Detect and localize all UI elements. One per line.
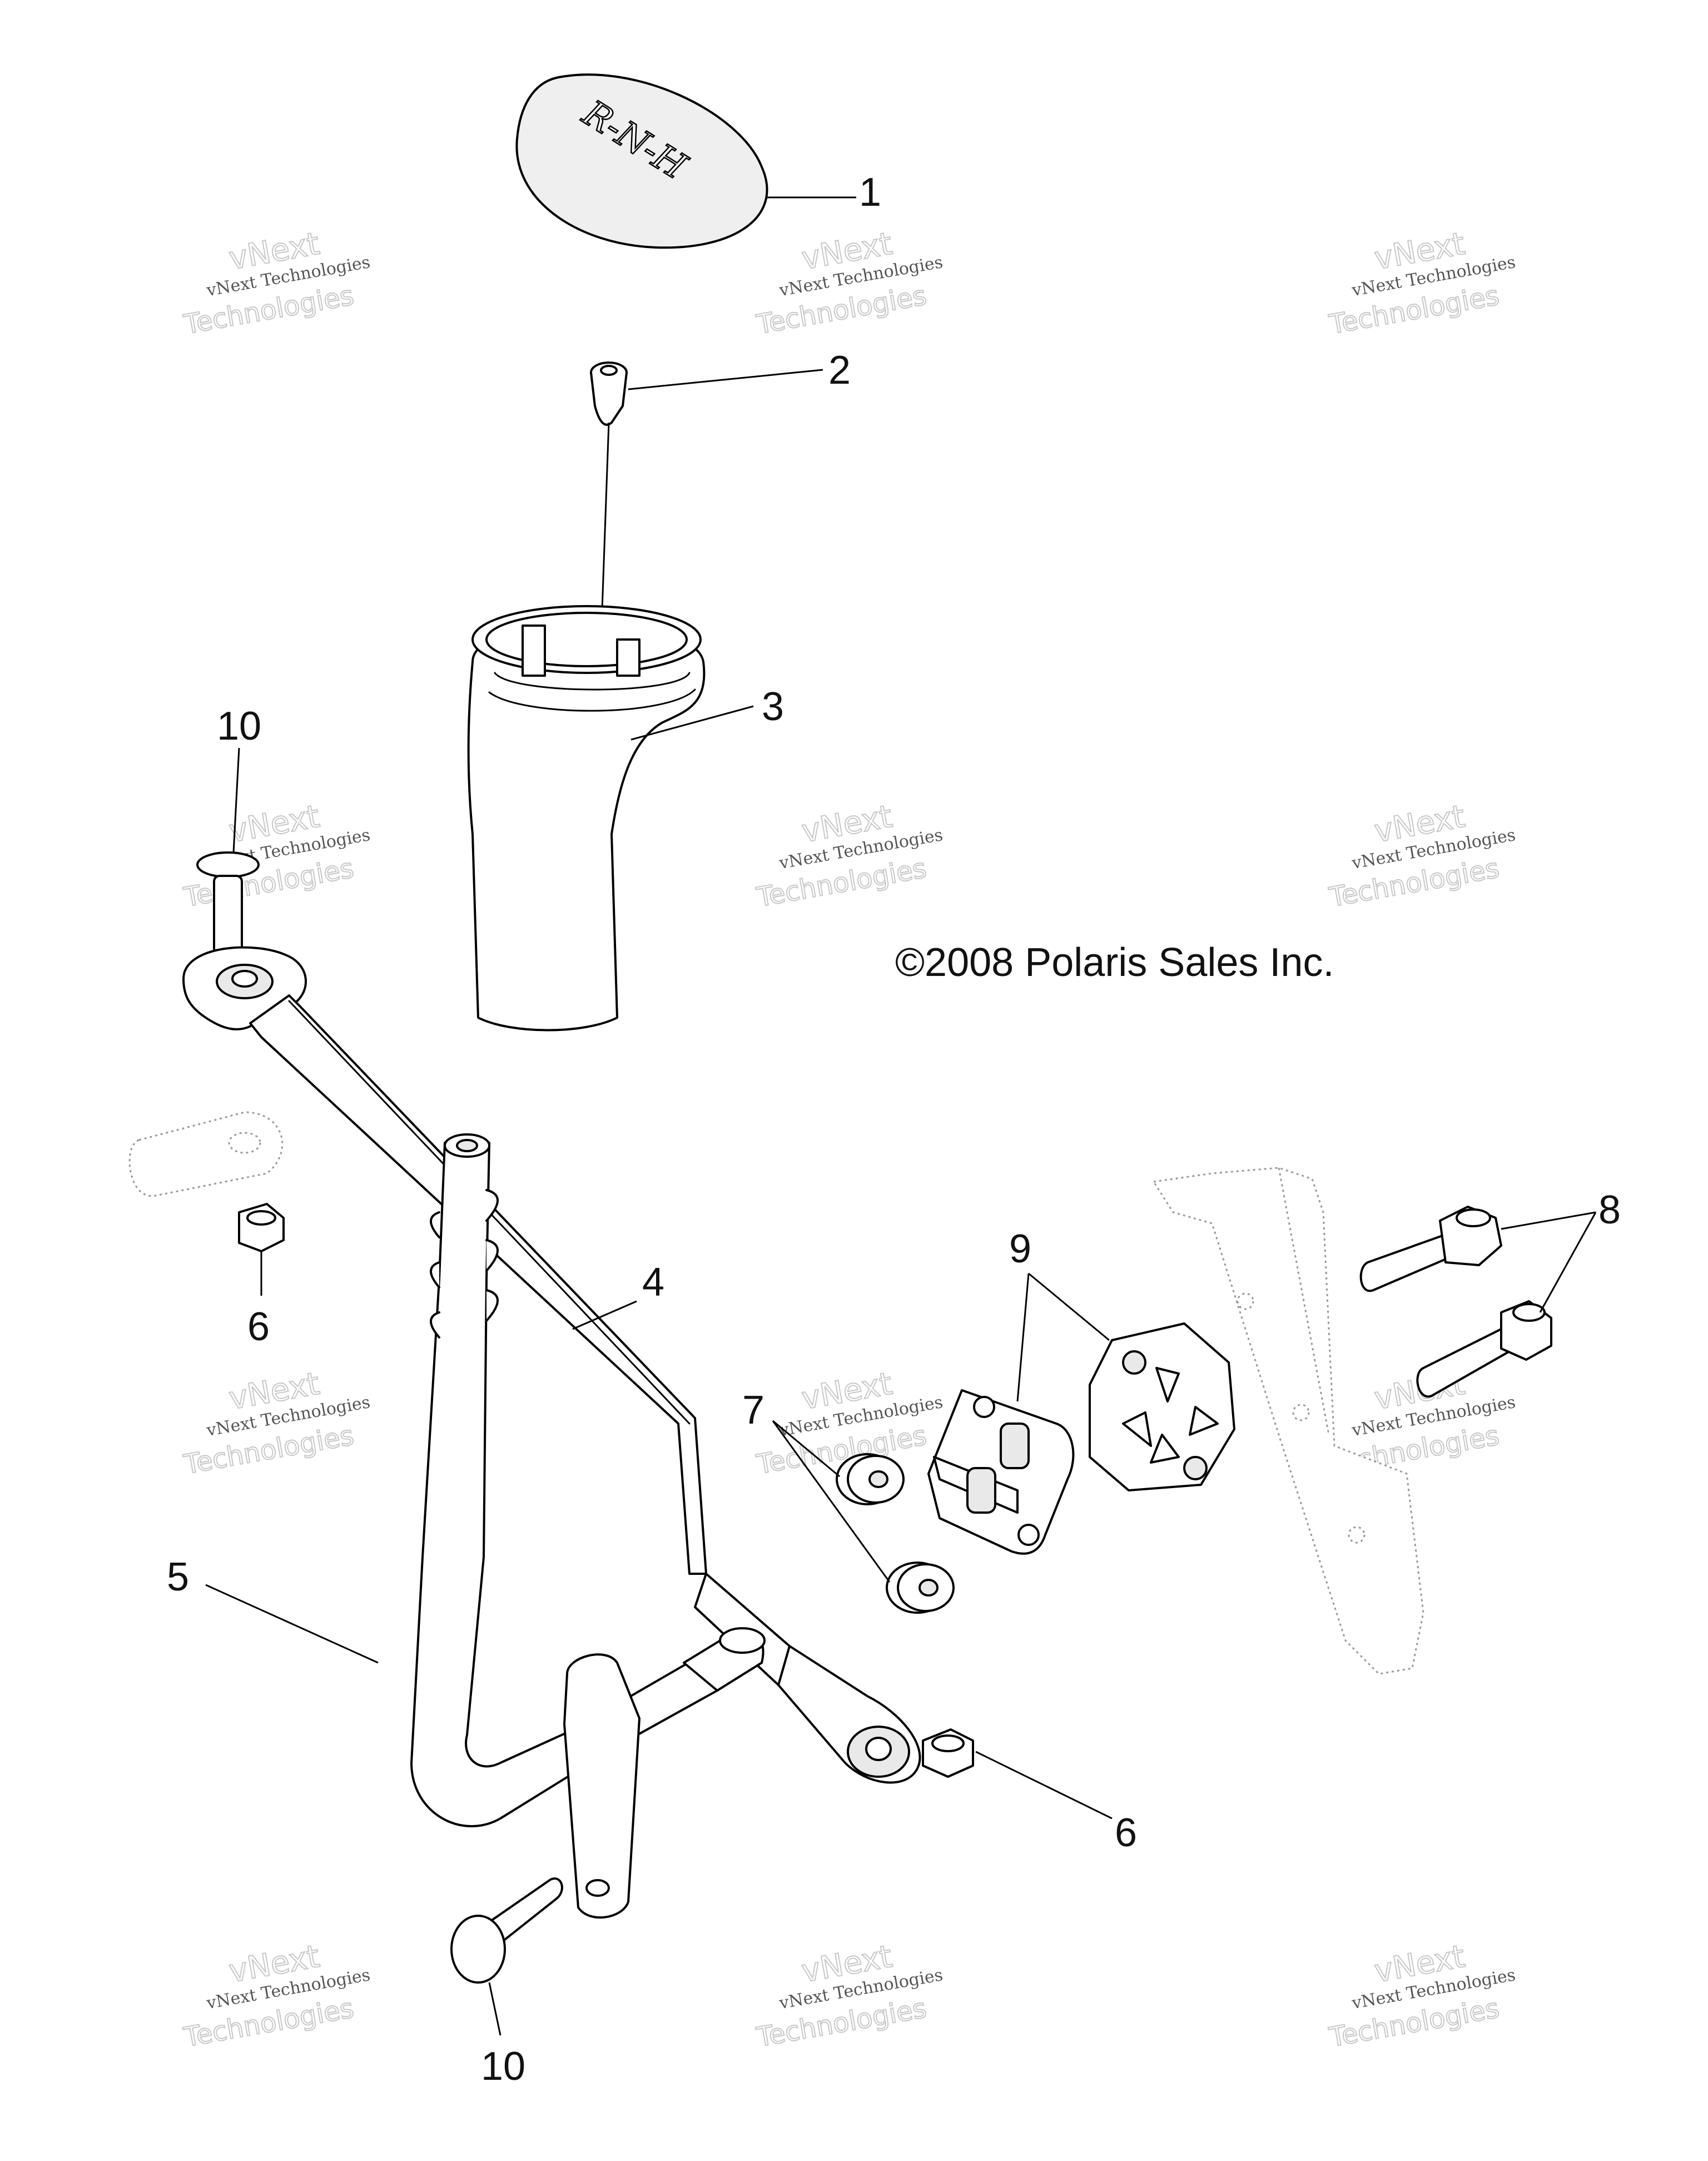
callout-7: 7 xyxy=(742,1388,764,1433)
callout-6-right: 6 xyxy=(1115,1811,1137,1855)
callout-1: 1 xyxy=(859,170,881,215)
shift-linkage-rod xyxy=(182,946,921,1784)
bolt-upper xyxy=(1359,1206,1502,1292)
mount-bracket xyxy=(927,1272,1235,1555)
watermark: vNext vNext Technologies Technologies xyxy=(181,225,371,341)
callout-9: 9 xyxy=(1009,1227,1031,1271)
bushing-upper xyxy=(836,1453,905,1505)
watermark: vNext vNext Technologies Technologies xyxy=(753,1938,944,2054)
leader-lines xyxy=(205,196,856,1664)
watermark: vNext vNext Technologies Technologies xyxy=(1326,225,1517,341)
callout-6-left: 6 xyxy=(247,1305,270,1349)
shift-knob: R-N-H xyxy=(515,73,768,249)
watermark: vNext vNext Technologies Technologies xyxy=(753,225,944,341)
callout-3: 3 xyxy=(762,685,784,729)
copyright-text: ©2008 Polaris Sales Inc. xyxy=(895,940,1334,985)
shift-lever xyxy=(410,1133,766,1919)
callouts: 1 2 3 10 4 9 8 7 6 5 6 10 xyxy=(167,170,1621,2089)
watermark: vNext vNext Technologies Technologies xyxy=(753,798,944,914)
bushings xyxy=(772,1420,955,1614)
lock-nut-right xyxy=(922,1728,1113,1820)
callout-8: 8 xyxy=(1598,1188,1621,1232)
watermark: vNext vNext Technologies Technologies xyxy=(1326,798,1517,914)
pin-bottom xyxy=(450,1877,563,2036)
bolt-lower xyxy=(1416,1300,1552,1398)
watermark: vNext vNext Technologies Technologies xyxy=(181,798,371,914)
callout-5: 5 xyxy=(167,1555,189,1599)
lock-nut-left xyxy=(238,1203,285,1296)
watermark: vNext vNext Technologies Technologies xyxy=(181,1938,371,2054)
watermark: vNext vNext Technologies Technologies xyxy=(181,1365,371,1481)
callout-4: 4 xyxy=(642,1260,664,1305)
bolts xyxy=(1359,1206,1597,1398)
ghost-bracket xyxy=(128,1111,284,1197)
callout-10-bottom: 10 xyxy=(481,2044,525,2089)
callout-10-top: 10 xyxy=(217,704,261,749)
watermark: vNext vNext Technologies Technologies xyxy=(1326,1938,1517,2054)
frame-bracket xyxy=(1152,1167,1424,1675)
watermarks: vNext vNext Technologies Technologies vN… xyxy=(181,225,1517,2054)
bushing-lower xyxy=(886,1562,955,1614)
callout-2: 2 xyxy=(828,348,851,393)
shift-handle xyxy=(467,605,706,1032)
